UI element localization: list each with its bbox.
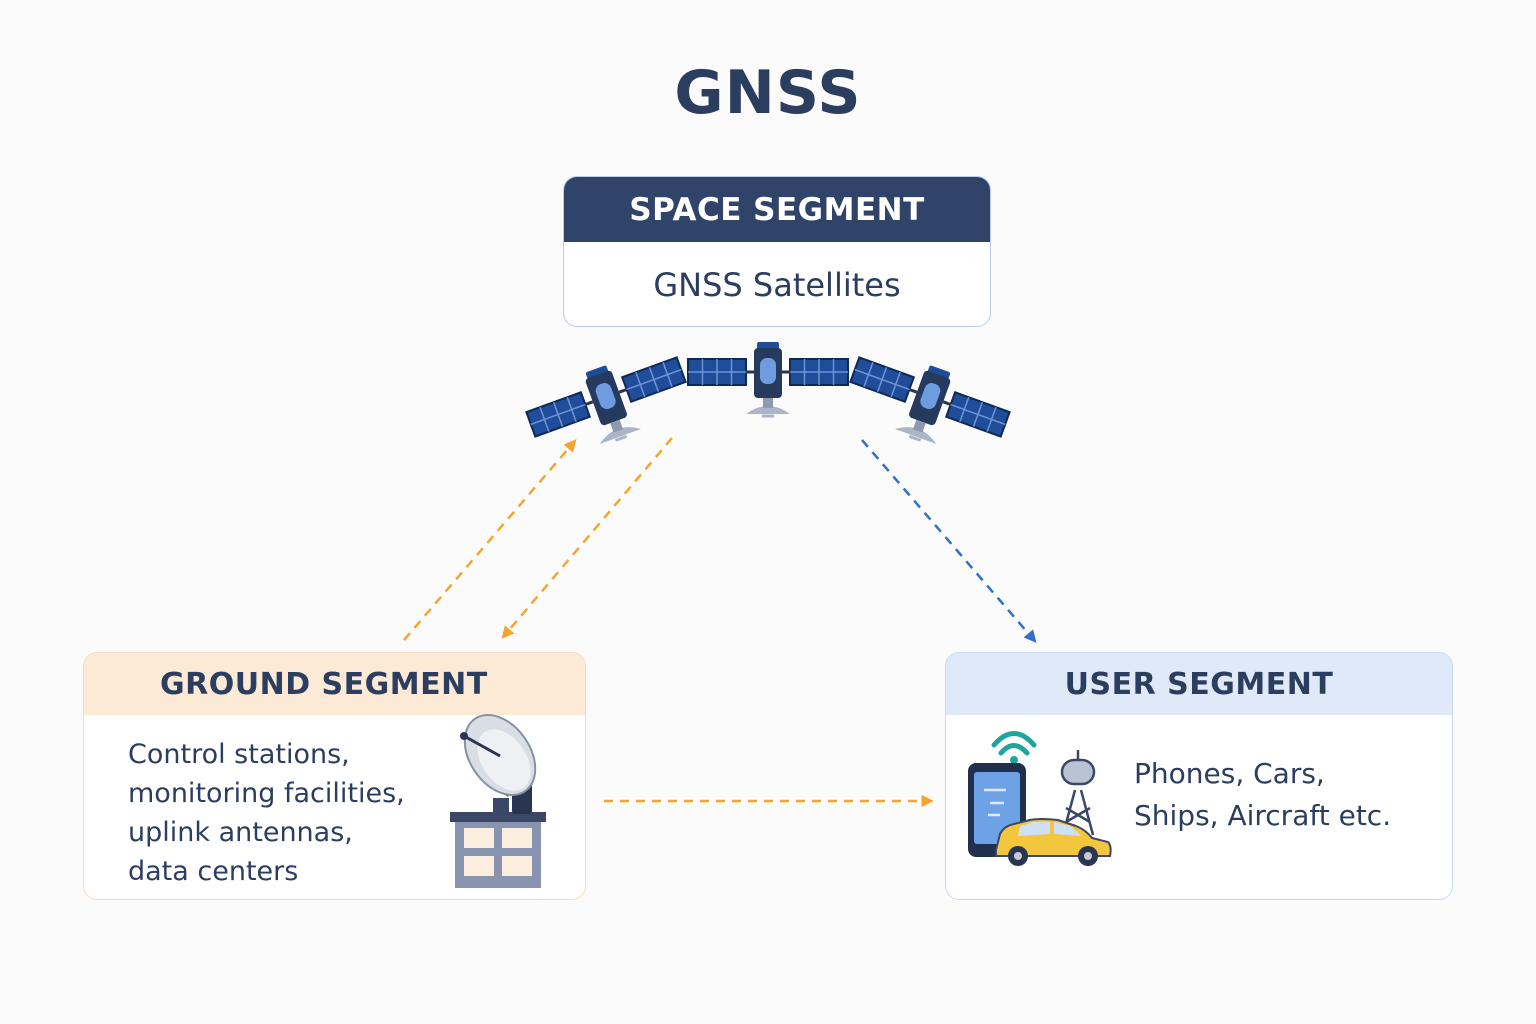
user-segment-header: USER SEGMENT (946, 653, 1452, 715)
ground-segment-description: Control stations, monitoring facilities,… (128, 735, 405, 891)
satellite-icon (521, 341, 697, 465)
uplink-arrow (403, 439, 577, 641)
ground-line: Control stations, (128, 739, 350, 770)
user-line: Ships, Aircraft etc. (1134, 799, 1392, 832)
satellite-icon (840, 341, 1016, 465)
ground-line: data centers (128, 856, 299, 887)
user-segment-description: Phones, Cars, Ships, Aircraft etc. (1134, 753, 1391, 837)
ground-line: uplink antennas, (128, 817, 353, 848)
signal-to-user-arrow (861, 439, 1037, 643)
ground-line: monitoring facilities, (128, 778, 405, 809)
satellite-icon (688, 342, 848, 416)
car-icon (995, 818, 1112, 866)
user-segment-box: USER SEGMENT Phones, Cars, Ships, Aircra… (945, 652, 1453, 900)
ground-segment-box: GROUND SEGMENT Control stations, monitor… (83, 652, 586, 900)
radar-tower-icon (1060, 750, 1096, 836)
diagram-title: GNSS (674, 58, 862, 128)
wifi-icon (991, 731, 1037, 764)
ground-segment-header: GROUND SEGMENT (84, 653, 585, 715)
space-segment-subtitle: GNSS Satellites (653, 266, 901, 304)
space-segment-header: SPACE SEGMENT (564, 177, 990, 242)
satellite-dish-building-icon (450, 714, 546, 888)
space-segment-box: SPACE SEGMENT GNSS Satellites (563, 176, 991, 327)
user-line: Phones, Cars, (1134, 757, 1325, 790)
downlink-to-ground-arrow (501, 437, 673, 639)
